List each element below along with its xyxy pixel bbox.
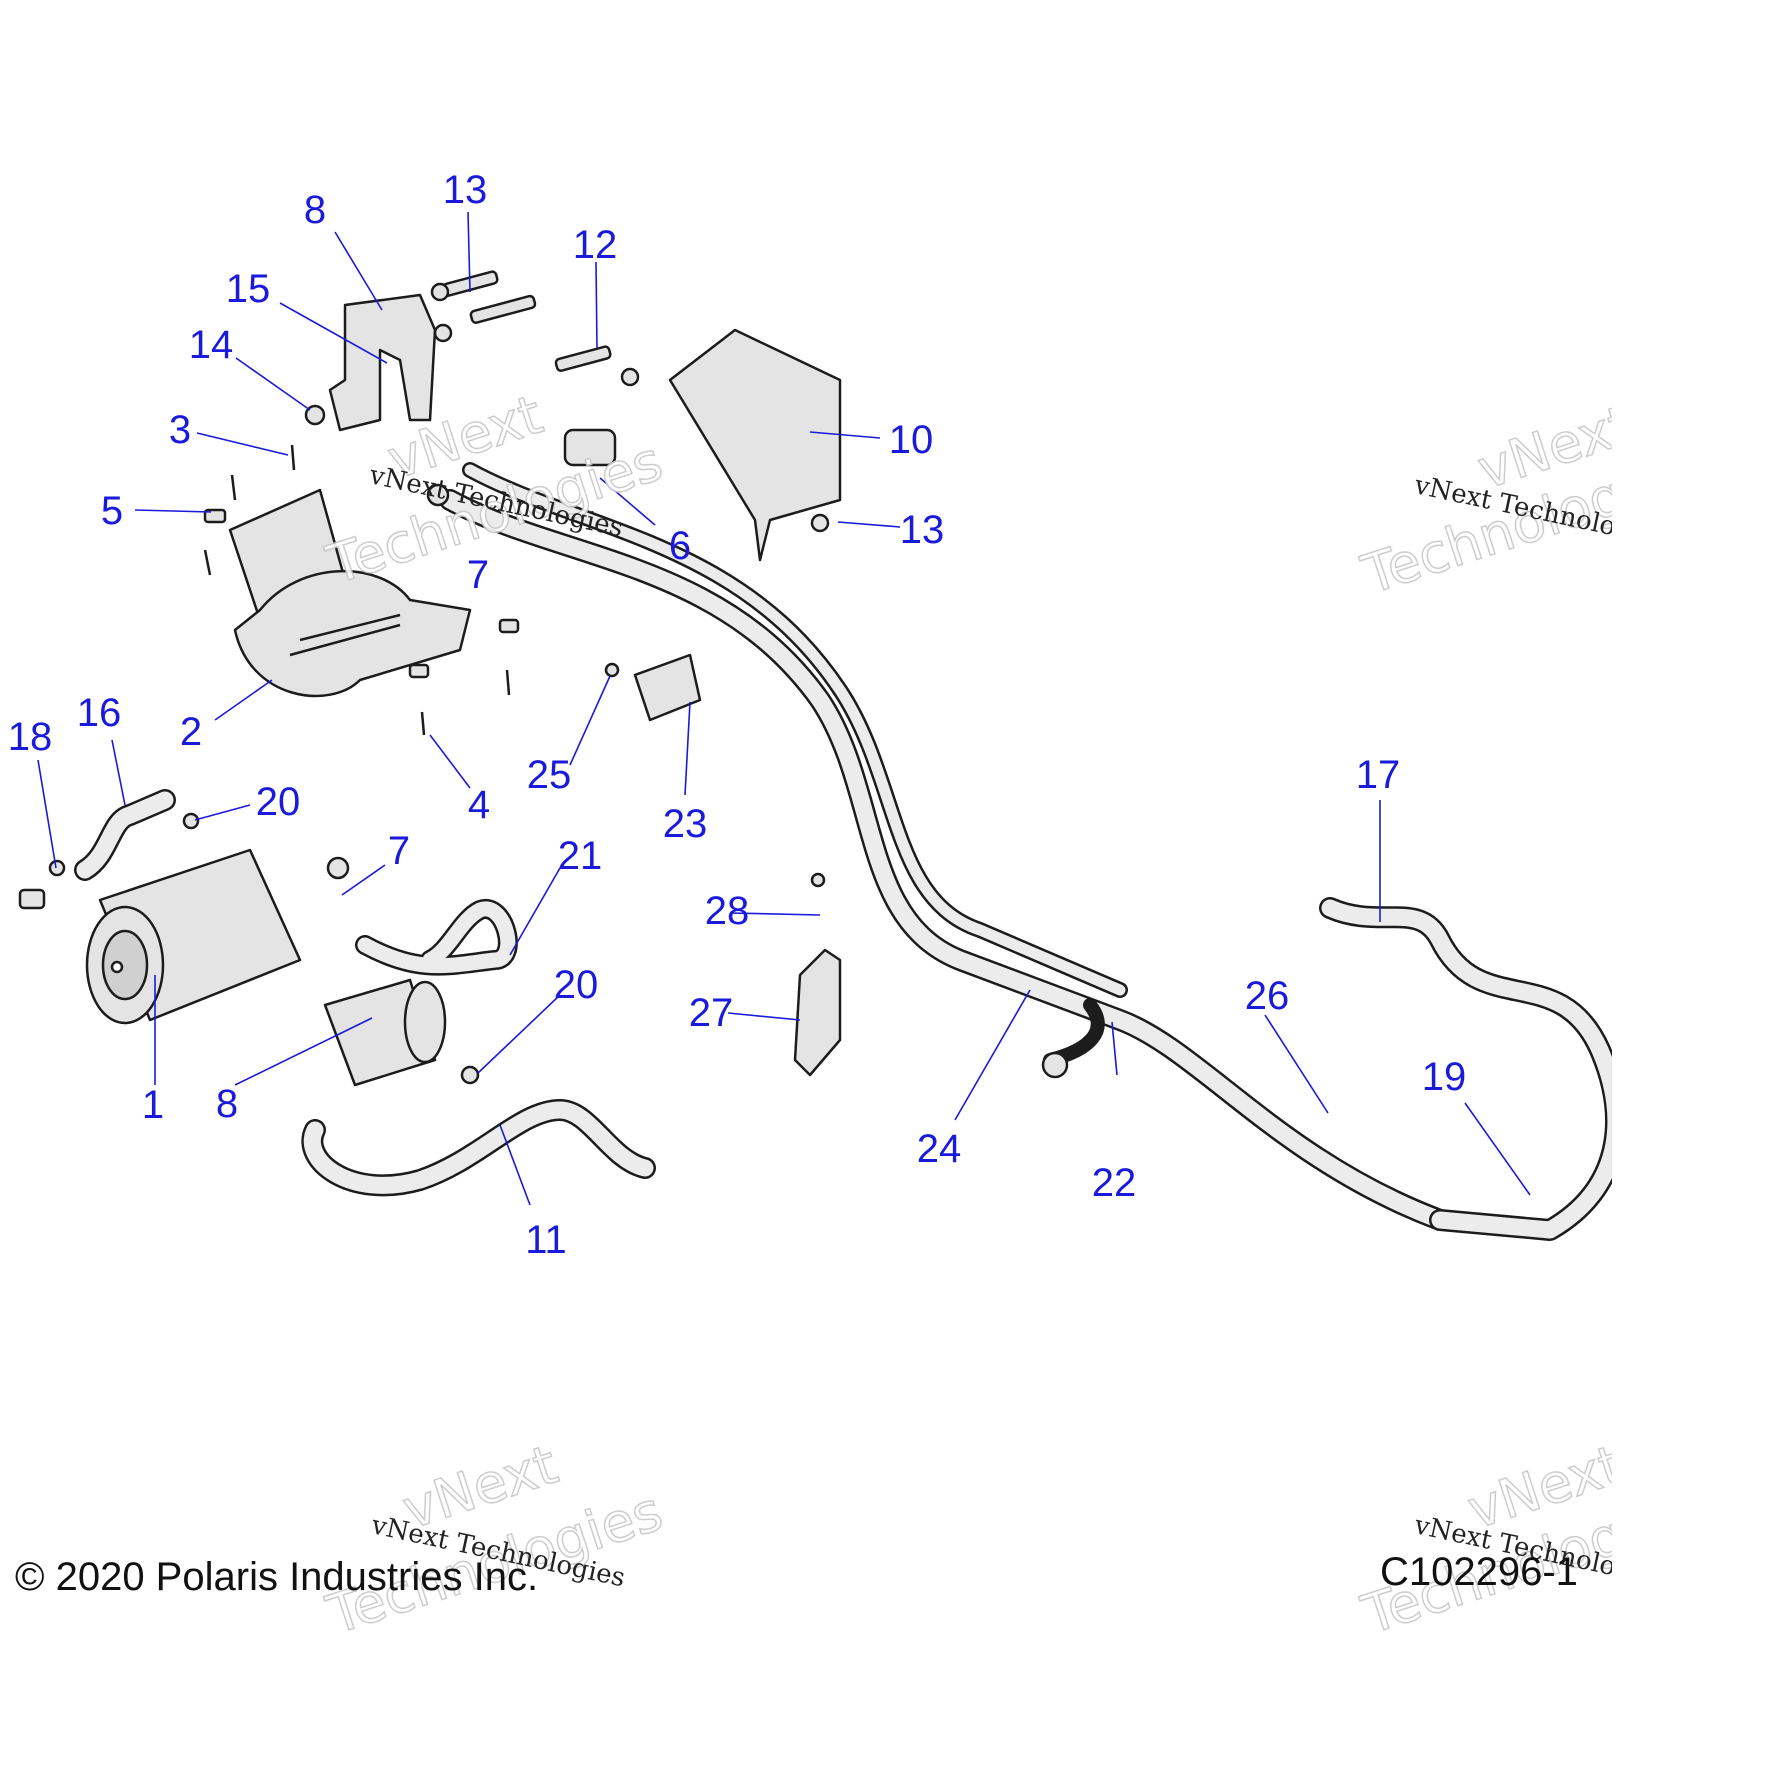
hose-17 [1319, 897, 1627, 1241]
drawing-number: C102296-1 [1380, 1550, 1578, 1594]
callout-11: 11 [525, 1218, 567, 1262]
callout-2: 2 [179, 710, 203, 754]
callout-16: 16 [76, 691, 122, 735]
callout-5: 5 [100, 489, 124, 533]
bracket-27 [793, 948, 842, 1077]
heat-shield-10 [668, 328, 842, 562]
bracket-9 [328, 293, 437, 432]
valve-6 [563, 428, 617, 467]
hose-21 [355, 899, 518, 976]
callout-22: 22 [1091, 1161, 1137, 1205]
callout-27: 27 [688, 991, 734, 1035]
callout-20-top: 20 [255, 780, 301, 824]
callout-19: 19 [1421, 1055, 1467, 1099]
filter-8 [323, 978, 447, 1087]
hose-11 [301, 1099, 656, 1197]
callout-8: 8 [215, 1082, 239, 1126]
callout-7-top: 7 [466, 553, 490, 597]
callout-17: 17 [1355, 753, 1401, 797]
callout-28: 28 [704, 889, 750, 933]
callout-7-mid: 7 [387, 829, 411, 873]
callout-1: 1 [141, 1083, 165, 1127]
right-margin-mask [1612, 0, 1792, 1792]
canister-1 [85, 848, 302, 1025]
callout-10: 10 [888, 418, 934, 462]
callout-9: 8 [303, 188, 327, 232]
callout-26: 26 [1244, 974, 1290, 1018]
clamp-23 [633, 653, 702, 722]
callout-15: 15 [225, 267, 271, 311]
callout-20-mid: 20 [553, 963, 599, 1007]
callout-13-right: 13 [899, 508, 945, 552]
main-hose-bundle [439, 462, 1451, 1231]
callout-14: 14 [188, 323, 234, 367]
callout-12: 12 [572, 223, 618, 267]
callout-25: 25 [526, 753, 572, 797]
callout-18: 18 [7, 715, 53, 759]
copyright-text: © 2020 Polaris Industries Inc. [15, 1555, 539, 1599]
callout-13-top: 13 [442, 168, 488, 212]
hose-16 [74, 789, 176, 881]
leader-lines [37, 211, 1531, 1206]
callout-21: 21 [557, 834, 603, 878]
callout-6: 6 [668, 524, 692, 568]
callout-24: 24 [916, 1127, 962, 1171]
callout-23: 23 [662, 802, 708, 846]
housing-2 [228, 488, 472, 698]
fasteners [18, 270, 1069, 1085]
callout-3: 3 [168, 408, 192, 452]
callout-4: 4 [467, 783, 491, 827]
